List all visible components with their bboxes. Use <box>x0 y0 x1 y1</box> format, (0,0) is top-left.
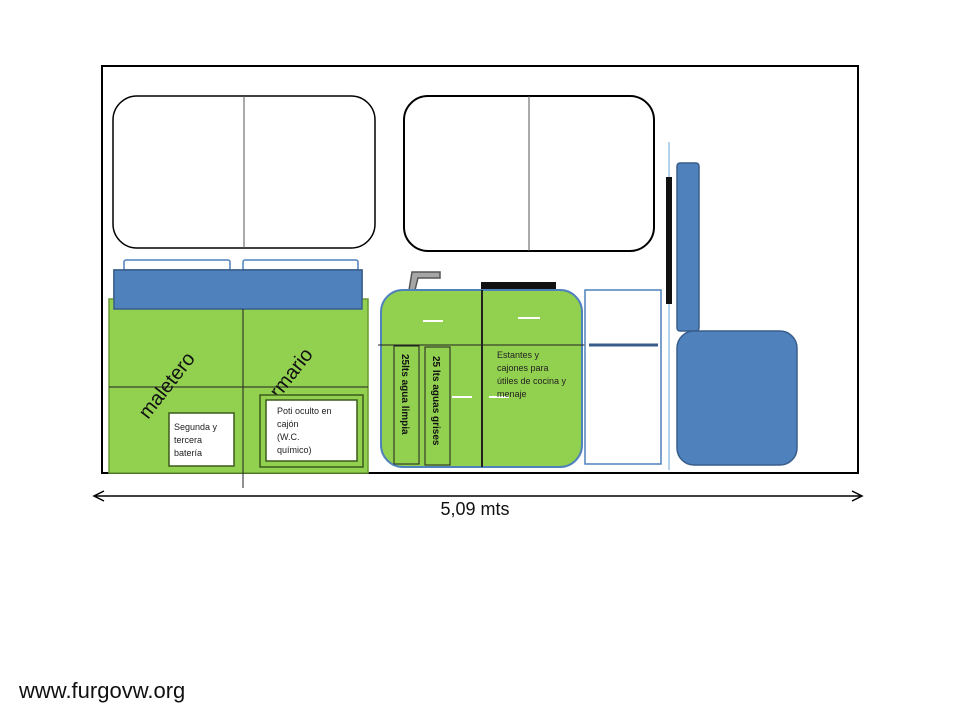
bed-pillow-left <box>123 259 231 271</box>
clean-water-label: 25lts agua limpia <box>399 354 410 435</box>
poti-line-2: cajón <box>277 419 299 429</box>
shelves-line-1: Estantes y <box>497 350 540 360</box>
shelves-line-4: menaje <box>497 389 527 399</box>
battery-line-2: tercera <box>174 435 202 445</box>
length-dimension-arrow <box>92 490 864 502</box>
shelves-line-2: cajones para <box>497 363 549 373</box>
clean-water-tank: 25lts agua limpia <box>393 345 420 465</box>
front-seat <box>676 162 798 466</box>
rear-window <box>112 95 376 249</box>
battery-line-1: Segunda y <box>174 422 218 432</box>
shelves-line-3: útiles de cocina y <box>497 376 567 386</box>
battery-box: Segunda y tercera batería <box>168 412 235 467</box>
stove-top <box>481 282 556 289</box>
side-window <box>403 95 655 252</box>
grey-water-label: 25 lts aguas grises <box>430 356 441 446</box>
poti-box: Poti oculto en cajón (W.C. químico) <box>259 394 364 468</box>
poti-line-4: químico) <box>277 445 312 455</box>
battery-line-3: batería <box>174 448 202 458</box>
poti-line-1: Poti oculto en <box>277 406 332 416</box>
bed-pillow-right <box>242 259 359 271</box>
poti-line-3: (W.C. <box>277 432 300 442</box>
fridge <box>584 289 662 465</box>
grey-water-tank: 25 lts aguas grises <box>424 346 451 466</box>
length-label: 5,09 mts <box>440 499 509 519</box>
door-handle-bar <box>666 177 672 304</box>
watermark: www.furgovw.org <box>18 678 185 703</box>
